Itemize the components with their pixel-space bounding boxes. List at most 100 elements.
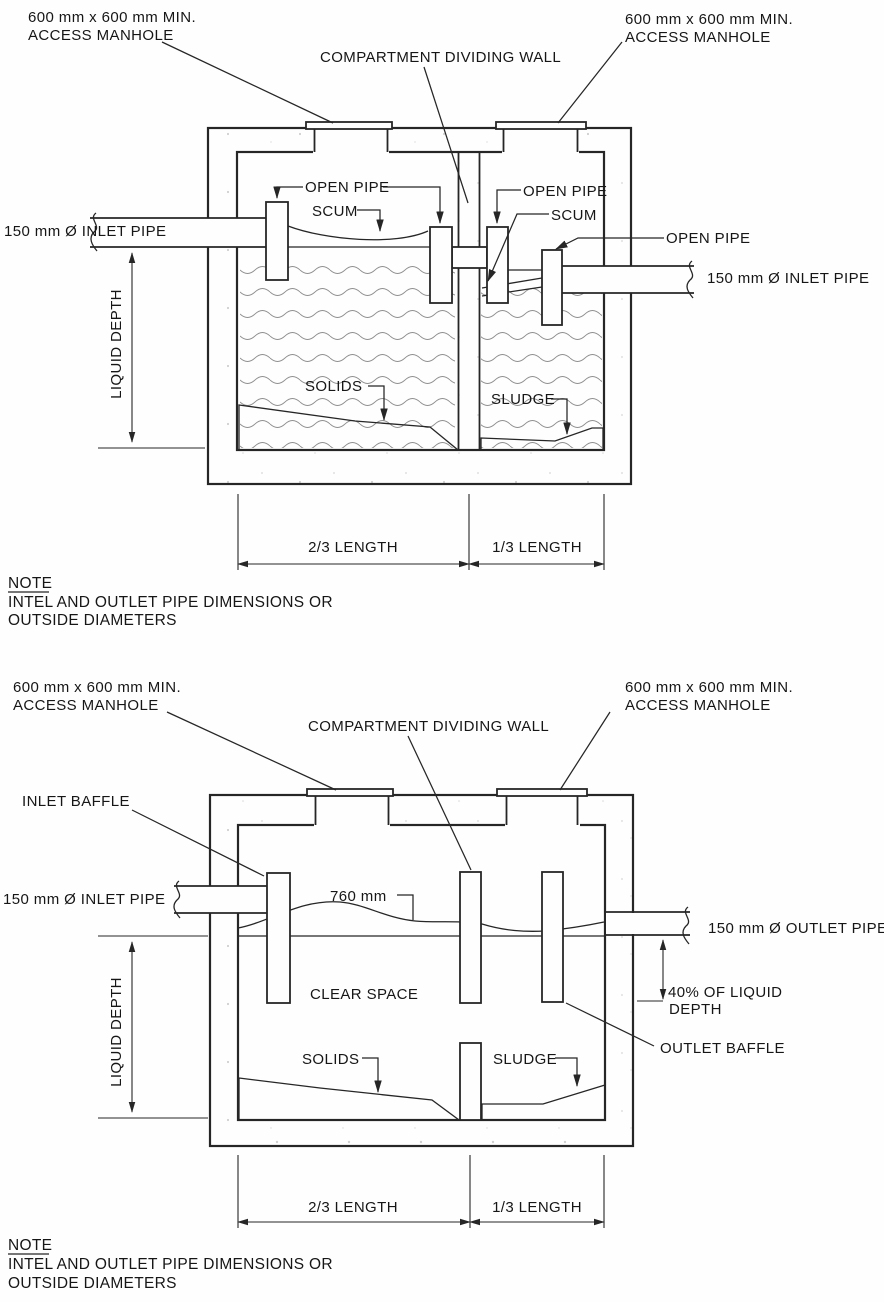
dim-one-third-label: 1/3 LENGTH: [492, 1199, 582, 1216]
forty-percent-dimension: [637, 939, 667, 1002]
solids-leader: [362, 1057, 382, 1094]
outlet-open-pipe-tee: [541, 249, 563, 326]
outlet-baffle: [541, 871, 564, 1003]
scum-1-leader: [357, 209, 384, 233]
scum-wedge-left: [287, 225, 429, 241]
note-title: NOTE: [8, 1237, 52, 1254]
pipe-break-symbol: [686, 260, 694, 299]
inlet-open-pipe-tee: [265, 201, 289, 281]
liquid-depth-label: LIQUID DEPTH: [108, 289, 125, 399]
dim-one-third-label: 1/3 LENGTH: [492, 539, 582, 556]
dim-two-thirds-label: 2/3 LENGTH: [308, 1199, 398, 1216]
dividing-wall-label: COMPARTMENT DIVIDING WALL: [320, 49, 561, 66]
note-line-2: OUTSIDE DIAMETERS: [8, 612, 177, 629]
dividing-wall-stub: [459, 1042, 482, 1121]
sludge-layer: [480, 427, 604, 451]
manhole-left-label-2: ACCESS MANHOLE: [13, 697, 159, 714]
wall-pipe-connector: [451, 246, 488, 269]
note-block-bottom: NOTE INTEL AND OUTLET PIPE DIMENSIONS OR…: [8, 1237, 333, 1292]
tank-outer-wall: [208, 793, 635, 1148]
manhole-left-label-1: 600 mm x 600 mm MIN.: [13, 679, 181, 696]
inlet-baffle: [266, 872, 291, 1004]
access-manhole-left: [305, 121, 393, 155]
outlet-baffle-leader: [565, 1002, 655, 1047]
sludge-layer: [481, 1084, 606, 1121]
dividing-wall-baffle: [459, 871, 482, 1004]
wall-open-pipe-right: [486, 226, 509, 304]
pipe-break-symbol: [90, 212, 98, 252]
access-manhole-left: [306, 788, 394, 827]
scum-2-label: SCUM: [551, 207, 597, 224]
scum-1-label: SCUM: [312, 203, 358, 220]
note-line-2: OUTSIDE DIAMETERS: [8, 1275, 177, 1292]
dim-two-thirds-label: 2/3 LENGTH: [308, 539, 398, 556]
bottom-tank-section: 600 mm x 600 mm MIN. ACCESS MANHOLE COMP…: [3, 679, 884, 1292]
outlet-pipe: [605, 906, 691, 945]
inlet-pipe: [90, 212, 267, 252]
manhole-left-label-1: 600 mm x 600 mm MIN.: [28, 9, 196, 26]
outlet-baffle-label: OUTLET BAFFLE: [660, 1040, 785, 1057]
liquid-depth-label: LIQUID DEPTH: [108, 977, 125, 1087]
access-manhole-right: [496, 788, 588, 827]
manhole-left-leader: [161, 41, 334, 124]
open-pipe-3-leader: [555, 237, 664, 250]
solids-leader: [368, 385, 388, 422]
open-pipe-1-leader-left: [273, 186, 303, 200]
outlet-pipe-label: 150 mm Ø OUTLET PIPE: [708, 920, 884, 937]
sludge-leader: [551, 398, 571, 436]
scum-2-leader: [487, 213, 549, 282]
inlet-pipe-right-label: 150 mm Ø INLET PIPE: [707, 270, 869, 287]
dividing-wall-leader: [423, 66, 469, 204]
manhole-right-leader: [557, 41, 623, 124]
manhole-right-label-2: ACCESS MANHOLE: [625, 29, 771, 46]
manhole-right-leader: [559, 711, 611, 791]
outlet-pipe: [562, 260, 694, 299]
inlet-pipe-label: 150 mm Ø INLET PIPE: [3, 891, 165, 908]
note-line-1: INTEL AND OUTLET PIPE DIMENSIONS OR: [8, 1256, 333, 1273]
note-line-1: INTEL AND OUTLET PIPE DIMENSIONS OR: [8, 594, 333, 611]
note-block-top: NOTE INTEL AND OUTLET PIPE DIMENSIONS OR…: [8, 575, 333, 629]
note-title: NOTE: [8, 575, 52, 592]
liquid-depth-dimension: [98, 935, 208, 1119]
dim-760-label: 760 mm: [330, 888, 387, 905]
clear-space-label: CLEAR SPACE: [310, 986, 418, 1003]
dim-760-leader: [397, 894, 414, 920]
inlet-pipe-left-label: 150 mm Ø INLET PIPE: [4, 223, 166, 240]
dividing-wall-fill: [459, 152, 479, 450]
length-dimensions: [237, 1155, 605, 1228]
forty-percent-label-2: DEPTH: [669, 1001, 722, 1018]
liquid-depth-dimension: [98, 252, 205, 449]
length-dimensions: [237, 494, 605, 570]
manhole-right-label-1: 600 mm x 600 mm MIN.: [625, 11, 793, 28]
open-pipe-2-leader: [493, 189, 521, 225]
manhole-left-leader: [166, 711, 337, 791]
solids-label: SOLIDS: [305, 378, 362, 395]
solids-layer: [238, 404, 460, 451]
solids-layer: [238, 1077, 461, 1121]
open-pipe-1-leader-right: [383, 186, 444, 225]
open-pipe-1-label: OPEN PIPE: [305, 179, 389, 196]
solids-label: SOLIDS: [302, 1051, 359, 1068]
top-tank-section: 600 mm x 600 mm MIN. ACCESS MANHOLE COMP…: [4, 9, 869, 629]
access-manhole-right: [495, 121, 587, 155]
inlet-baffle-label: INLET BAFFLE: [22, 793, 130, 810]
manhole-left-label-2: ACCESS MANHOLE: [28, 27, 174, 44]
sludge-leader: [555, 1057, 581, 1088]
manhole-right-label-1: 600 mm x 600 mm MIN.: [625, 679, 793, 696]
inlet-pipe: [173, 880, 267, 919]
open-pipe-2-label: OPEN PIPE: [523, 183, 607, 200]
sludge-label: SLUDGE: [493, 1051, 557, 1068]
pipe-break-symbol: [682, 906, 690, 945]
dividing-wall-leader: [407, 735, 472, 871]
wall-open-pipe-left: [429, 226, 453, 304]
inlet-baffle-leader: [131, 809, 265, 877]
dividing-wall-label: COMPARTMENT DIVIDING WALL: [308, 718, 549, 735]
liquid-first-compartment: [240, 254, 455, 448]
forty-percent-label-1: 40% OF LIQUID: [668, 984, 782, 1001]
tank-outer-wall: [206, 126, 633, 486]
open-pipe-3-label: OPEN PIPE: [666, 230, 750, 247]
manhole-right-label-2: ACCESS MANHOLE: [625, 697, 771, 714]
sludge-label: SLUDGE: [491, 391, 555, 408]
